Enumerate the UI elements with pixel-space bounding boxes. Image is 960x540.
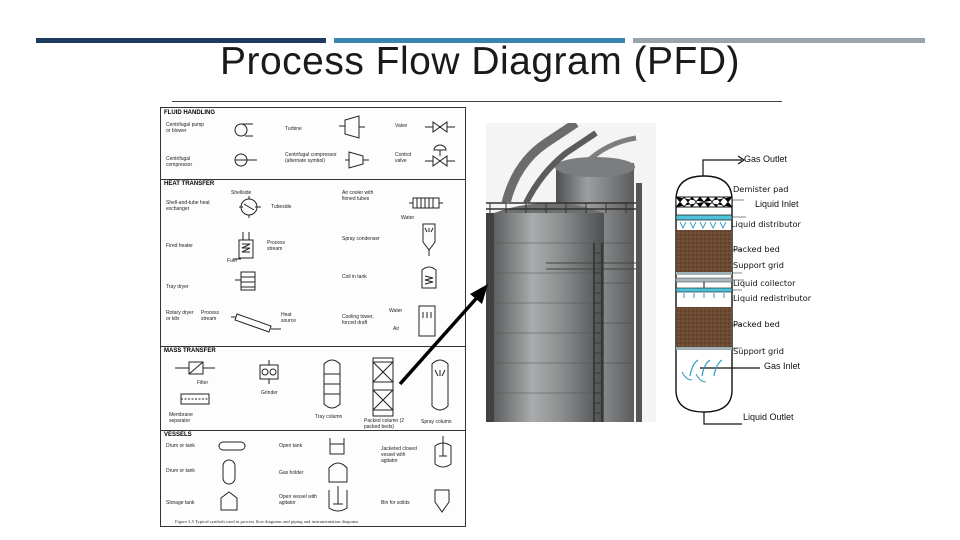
compressor-symbol xyxy=(234,153,257,167)
label-membrane-separator: Membrane separator xyxy=(169,412,193,424)
label-grinder: Grinder xyxy=(261,390,278,396)
tray-dryer-symbol xyxy=(235,271,256,291)
pointer-arrow xyxy=(398,284,488,386)
open-vessel-agitator-symbol xyxy=(328,486,348,512)
filter-symbol xyxy=(175,361,215,375)
label-open-vessel-agitator: Open vessel with agitator xyxy=(279,494,318,506)
label-gas-outlet: Gas Outlet xyxy=(744,154,788,164)
label-gas-inlet: Gas Inlet xyxy=(764,361,801,371)
label-spray-column: Spray column xyxy=(421,419,452,425)
turbine-symbol xyxy=(339,115,365,139)
label-fired-heater: Fired heater xyxy=(166,243,193,249)
label-filter: Filter xyxy=(197,380,209,386)
spray-condenser-symbol xyxy=(422,223,436,256)
label-cooling-tower: Cooling tower, forced draft xyxy=(342,314,374,326)
label-liquid-distributor: Liquid distributor xyxy=(731,219,801,229)
label-shellside: Shellside xyxy=(231,190,252,196)
label-valve: Valve xyxy=(395,123,408,129)
section-heading-vessels: VESSELS xyxy=(164,432,192,438)
tray-column-symbol xyxy=(323,359,341,409)
section-heading-mass-transfer: MASS TRANSFER xyxy=(164,348,216,354)
label-compressor-alt: Centrifugal compressor (alternate symbol… xyxy=(285,152,337,164)
figure-caption: Figure 2.5 Typical symbols used in proce… xyxy=(175,519,359,524)
valve-symbol xyxy=(425,121,455,133)
storage-tank-symbol xyxy=(220,491,238,511)
accent-bar-light xyxy=(633,38,925,43)
jacketed-vessel-symbol xyxy=(434,436,452,468)
pfd-symbol-sheet: FLUID HANDLING Centrifugal pump or blowe… xyxy=(160,107,466,527)
bin-solids-symbol xyxy=(434,489,450,513)
label-open-tank: Open tank xyxy=(279,443,303,449)
fired-heater-symbol xyxy=(233,232,254,260)
label-fuel: Fuel xyxy=(227,258,237,264)
section-heading-heat-transfer: HEAT TRANSFER xyxy=(164,181,215,187)
label-coil-in-tank: Coil in tank xyxy=(342,274,367,280)
control-valve-symbol xyxy=(425,144,455,167)
label-liquid-inlet: Liquid Inlet xyxy=(755,199,799,209)
label-drum-or-tank-vertical: Drum or tank xyxy=(166,468,195,474)
cooling-tower-symbol xyxy=(418,305,436,337)
column-photo xyxy=(486,123,656,422)
label-air-cooler: Air cooler with finned tubes xyxy=(342,190,374,202)
label-turbine: Turbine xyxy=(285,126,302,132)
label-rotary-dryer: Rotary dryer or kiln xyxy=(166,310,194,322)
section-divider-vessels xyxy=(161,430,465,431)
rotary-dryer-symbol xyxy=(231,313,281,333)
label-liquid-collector: Liquid collector xyxy=(733,278,796,288)
vertical-drum-symbol xyxy=(222,459,236,485)
grinder-symbol xyxy=(259,360,279,384)
label-process-stream-2: Process stream xyxy=(201,310,220,322)
gas-holder-symbol xyxy=(328,462,348,483)
label-tubeside: Tubeside xyxy=(271,204,292,210)
label-centrifugal-compressor: Centrifugal compressor xyxy=(166,156,193,168)
accent-bar-dark xyxy=(36,38,326,43)
label-water: Water xyxy=(401,215,415,221)
label-support-grid-1: Support grid xyxy=(733,260,785,270)
slide-title: Process Flow Diagram (PFD) xyxy=(219,40,741,83)
label-bin-for-solids: Bin for solids xyxy=(381,500,410,506)
label-drum-or-tank-horizontal: Drum or tank xyxy=(166,443,195,449)
label-control-valve: Control valve xyxy=(395,152,412,164)
label-packed-bed-1: Packed bed xyxy=(733,244,780,254)
horizontal-drum-symbol xyxy=(218,441,246,451)
membrane-separator-symbol xyxy=(180,393,210,405)
section-divider-heat-transfer xyxy=(161,179,465,180)
label-process-stream: Process stream xyxy=(267,240,286,252)
label-air: Air xyxy=(393,326,400,332)
accent-bar-mid xyxy=(334,38,625,43)
label-support-grid-2: Support grid xyxy=(733,346,785,356)
heat-exchanger-symbol xyxy=(239,196,261,218)
label-packed-column: Packed column (2 packed beds) xyxy=(364,418,405,430)
label-shell-tube-exchanger: Shell-and-tube heat exchanger xyxy=(166,200,210,212)
label-liquid-redistributor: Liquid redistributor xyxy=(733,293,812,303)
label-jacketed-vessel: Jacketed closed vessel with agitator xyxy=(381,446,417,464)
label-packed-bed-2: Packed bed xyxy=(733,319,780,329)
section-divider-mass-transfer xyxy=(161,346,465,347)
packed-column-symbol xyxy=(372,357,394,417)
open-tank-symbol xyxy=(329,438,345,455)
spray-column-symbol xyxy=(431,359,449,411)
label-demister-pad: Demister pad xyxy=(733,184,789,194)
packed-column-schematic xyxy=(675,155,760,425)
label-water-2: Water xyxy=(389,308,403,314)
air-cooler-symbol xyxy=(409,197,443,209)
label-centrifugal-pump: Centrifugal pump or blower xyxy=(166,122,205,134)
coil-tank-symbol xyxy=(421,266,437,289)
label-storage-tank: Storage tank xyxy=(166,500,195,506)
label-tray-dryer: Tray dryer xyxy=(166,284,189,290)
label-gas-holder: Gas holder xyxy=(279,470,304,476)
compressor-alt-symbol xyxy=(345,151,369,169)
label-heat-source: Heat source xyxy=(281,312,297,324)
pump-symbol xyxy=(234,123,253,137)
title-underline xyxy=(172,101,782,102)
label-spray-condenser: Spray condenser xyxy=(342,236,380,242)
column-photo-drawing xyxy=(486,123,656,422)
label-liquid-outlet: Liquid Outlet xyxy=(743,412,794,422)
label-tray-column: Tray column xyxy=(315,414,343,420)
section-heading-fluid-handling: FLUID HANDLING xyxy=(164,110,215,116)
